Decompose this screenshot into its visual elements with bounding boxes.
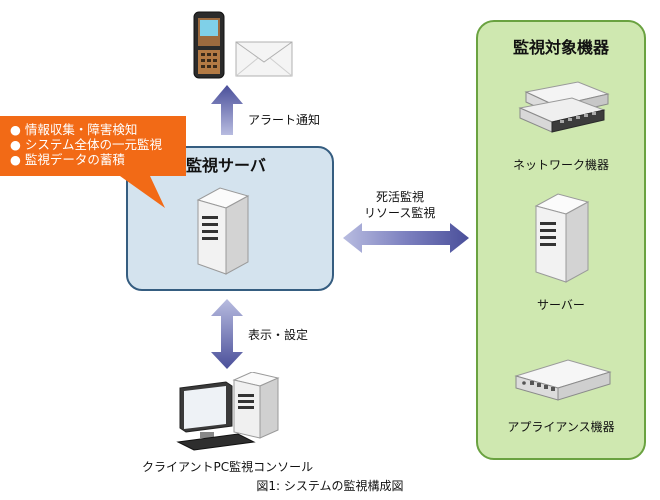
feature-callout-text: ● 情報収集・障害検知 ● システム全体の一元監視 ● 監視データの蓄積: [10, 122, 162, 167]
alert-label: アラート通知: [248, 113, 321, 127]
alert-arrow: [211, 85, 243, 135]
envelope-icon: [235, 41, 293, 77]
monitoring-arrow: [343, 223, 469, 253]
feature-callout: [0, 116, 186, 208]
callout-item: ● 監視データの蓄積: [10, 152, 125, 167]
display-arrow: [211, 299, 243, 369]
mobile-phone-icon: [193, 11, 225, 79]
display-label: 表示・設定: [248, 328, 309, 342]
panel-title: 監視対象機器: [512, 38, 609, 57]
device-label-server: サーバー: [537, 298, 585, 312]
server-tower-icon: [534, 193, 590, 283]
client-pc-label: クライアントPC監視コンソール: [142, 460, 314, 474]
figure-caption: 図1: システムの監視構成図: [256, 479, 404, 493]
network-switch-icon: [518, 81, 610, 133]
monitoring-server-title: 監視サーバ: [186, 156, 266, 175]
callout-item: ● システム全体の一元監視: [10, 137, 163, 152]
desktop-pc-icon: [176, 372, 280, 451]
device-label-network: ネットワーク機器: [512, 158, 609, 172]
server-tower-icon: [196, 187, 250, 275]
callout-item: ● 情報収集・障害検知: [10, 122, 138, 137]
monitor-label-resource: リソース監視: [364, 206, 436, 220]
monitor-label-alive: 死活監視: [376, 190, 425, 204]
device-label-appliance: アプライアンス機器: [507, 420, 615, 434]
appliance-icon: [514, 359, 612, 401]
